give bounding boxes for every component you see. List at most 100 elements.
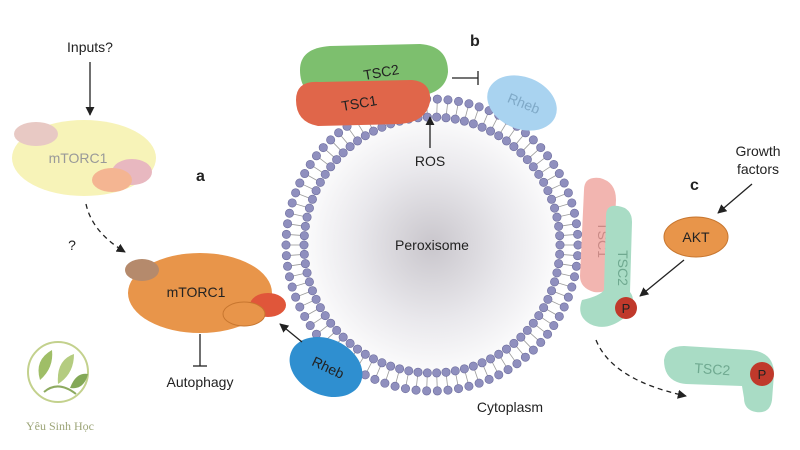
tsc2-free-label: TSC2 — [694, 360, 731, 378]
lipid-head — [284, 272, 294, 282]
lipid-tail — [289, 234, 302, 236]
lipid-tail — [522, 339, 532, 349]
lipid-head — [281, 229, 291, 239]
lipid-head — [299, 240, 309, 250]
lipid-head — [486, 126, 496, 136]
mtorc1-subunit-tan — [125, 259, 159, 281]
lipid-head — [300, 311, 310, 321]
lipid-tail — [515, 134, 524, 145]
growth-to-akt-arrow — [717, 183, 753, 214]
lipid-head — [368, 354, 378, 364]
lipid-tail — [541, 316, 552, 325]
lipid-head — [320, 311, 330, 321]
lipid-tail — [445, 375, 449, 388]
lipid-tail — [515, 345, 524, 356]
lipid-tail — [298, 291, 310, 297]
lipid-head — [522, 325, 532, 335]
lipid-head — [554, 169, 564, 179]
lipid-head — [543, 186, 553, 196]
lipid-tail — [529, 332, 539, 341]
lipid-head — [432, 386, 442, 396]
phospho-1-label: P — [622, 301, 631, 316]
lipid-head — [550, 203, 560, 213]
lipid-head — [332, 155, 342, 165]
lipid-tail — [507, 128, 516, 139]
lipid-head — [320, 169, 330, 179]
lipid-head — [411, 385, 421, 395]
lipid-tail — [385, 368, 391, 381]
lipid-head — [573, 229, 583, 239]
mtorc1-active: mTORC1 — [125, 253, 286, 333]
mtorc1-faded-label: mTORC1 — [49, 150, 108, 166]
lipid-tail — [550, 300, 562, 307]
lipid-tail — [405, 373, 409, 386]
rheb-top-shape — [487, 75, 557, 131]
lipid-head — [547, 286, 557, 296]
lipid-head — [534, 169, 544, 179]
lipid-head — [422, 368, 432, 378]
inputs-label: Inputs? — [67, 39, 113, 55]
lipid-head — [571, 219, 581, 229]
lipid-tail — [307, 308, 318, 316]
lipid-head — [334, 128, 344, 138]
question-label: ? — [68, 237, 76, 253]
akt-shape — [663, 216, 729, 258]
lipid-tail — [557, 282, 570, 287]
tsc-complex-top: TSC2 TSC1 — [296, 44, 448, 126]
lipid-head — [570, 272, 580, 282]
lipid-head — [380, 378, 390, 388]
lipid-head — [326, 318, 336, 328]
rheb-to-mtorc1-arrow — [279, 323, 303, 343]
lipid-head — [295, 302, 305, 312]
lipid-tail — [535, 324, 546, 333]
mtorc1-faded-subunit-left — [14, 122, 58, 146]
tsc1-top-label: TSC1 — [340, 92, 378, 114]
lipid-head — [539, 303, 549, 313]
lipid-tail — [482, 113, 489, 125]
peroxisome-label: Peroxisome — [395, 237, 469, 253]
tsc2-free-shape — [664, 346, 774, 413]
lipid-head — [528, 345, 538, 355]
lipid-head — [345, 142, 355, 152]
lipid-head — [494, 349, 504, 359]
dashed-arrow-a — [85, 203, 126, 253]
lipid-tail — [464, 371, 469, 384]
lipid-tail — [290, 223, 303, 227]
lipid-tail — [290, 263, 303, 267]
lipid-tail — [455, 373, 459, 386]
lipid-head — [291, 292, 301, 302]
rheb-bottom-shape — [289, 336, 363, 398]
lipid-head — [283, 219, 293, 229]
lipid-tail — [473, 368, 479, 381]
ros-label: ROS — [415, 153, 445, 169]
lipid-head — [528, 135, 538, 145]
lipid-head — [454, 96, 464, 106]
lipid-tail — [541, 165, 552, 174]
mtorc1-subunit-orange — [222, 301, 266, 327]
lipid-tail — [415, 375, 419, 388]
lipid-head — [459, 364, 469, 374]
lipid-tail — [507, 351, 516, 362]
lipid-head — [307, 194, 317, 204]
lipid-tail — [298, 193, 310, 199]
lipid-tail — [559, 213, 572, 217]
lipid-head — [559, 302, 569, 312]
lipid-head — [443, 95, 453, 105]
lipid-head — [570, 208, 580, 218]
lipid-head — [300, 259, 310, 269]
lipid-head — [318, 143, 328, 153]
lipid-head — [464, 99, 474, 109]
panel-label-b: b — [470, 33, 480, 50]
lipid-head — [555, 249, 565, 259]
lipid-head — [281, 251, 291, 261]
lipid-head — [370, 374, 380, 384]
growth-factors-label-1: Growth — [735, 143, 780, 159]
lipid-head — [501, 344, 511, 354]
lipid-head — [474, 378, 484, 388]
lipid-tail — [559, 273, 572, 277]
tsc2-right-label: TSC2 — [615, 250, 631, 286]
lipid-tail — [561, 223, 574, 227]
lipid-head — [284, 208, 294, 218]
lipid-tail — [312, 316, 323, 325]
lipid-head — [400, 384, 410, 394]
